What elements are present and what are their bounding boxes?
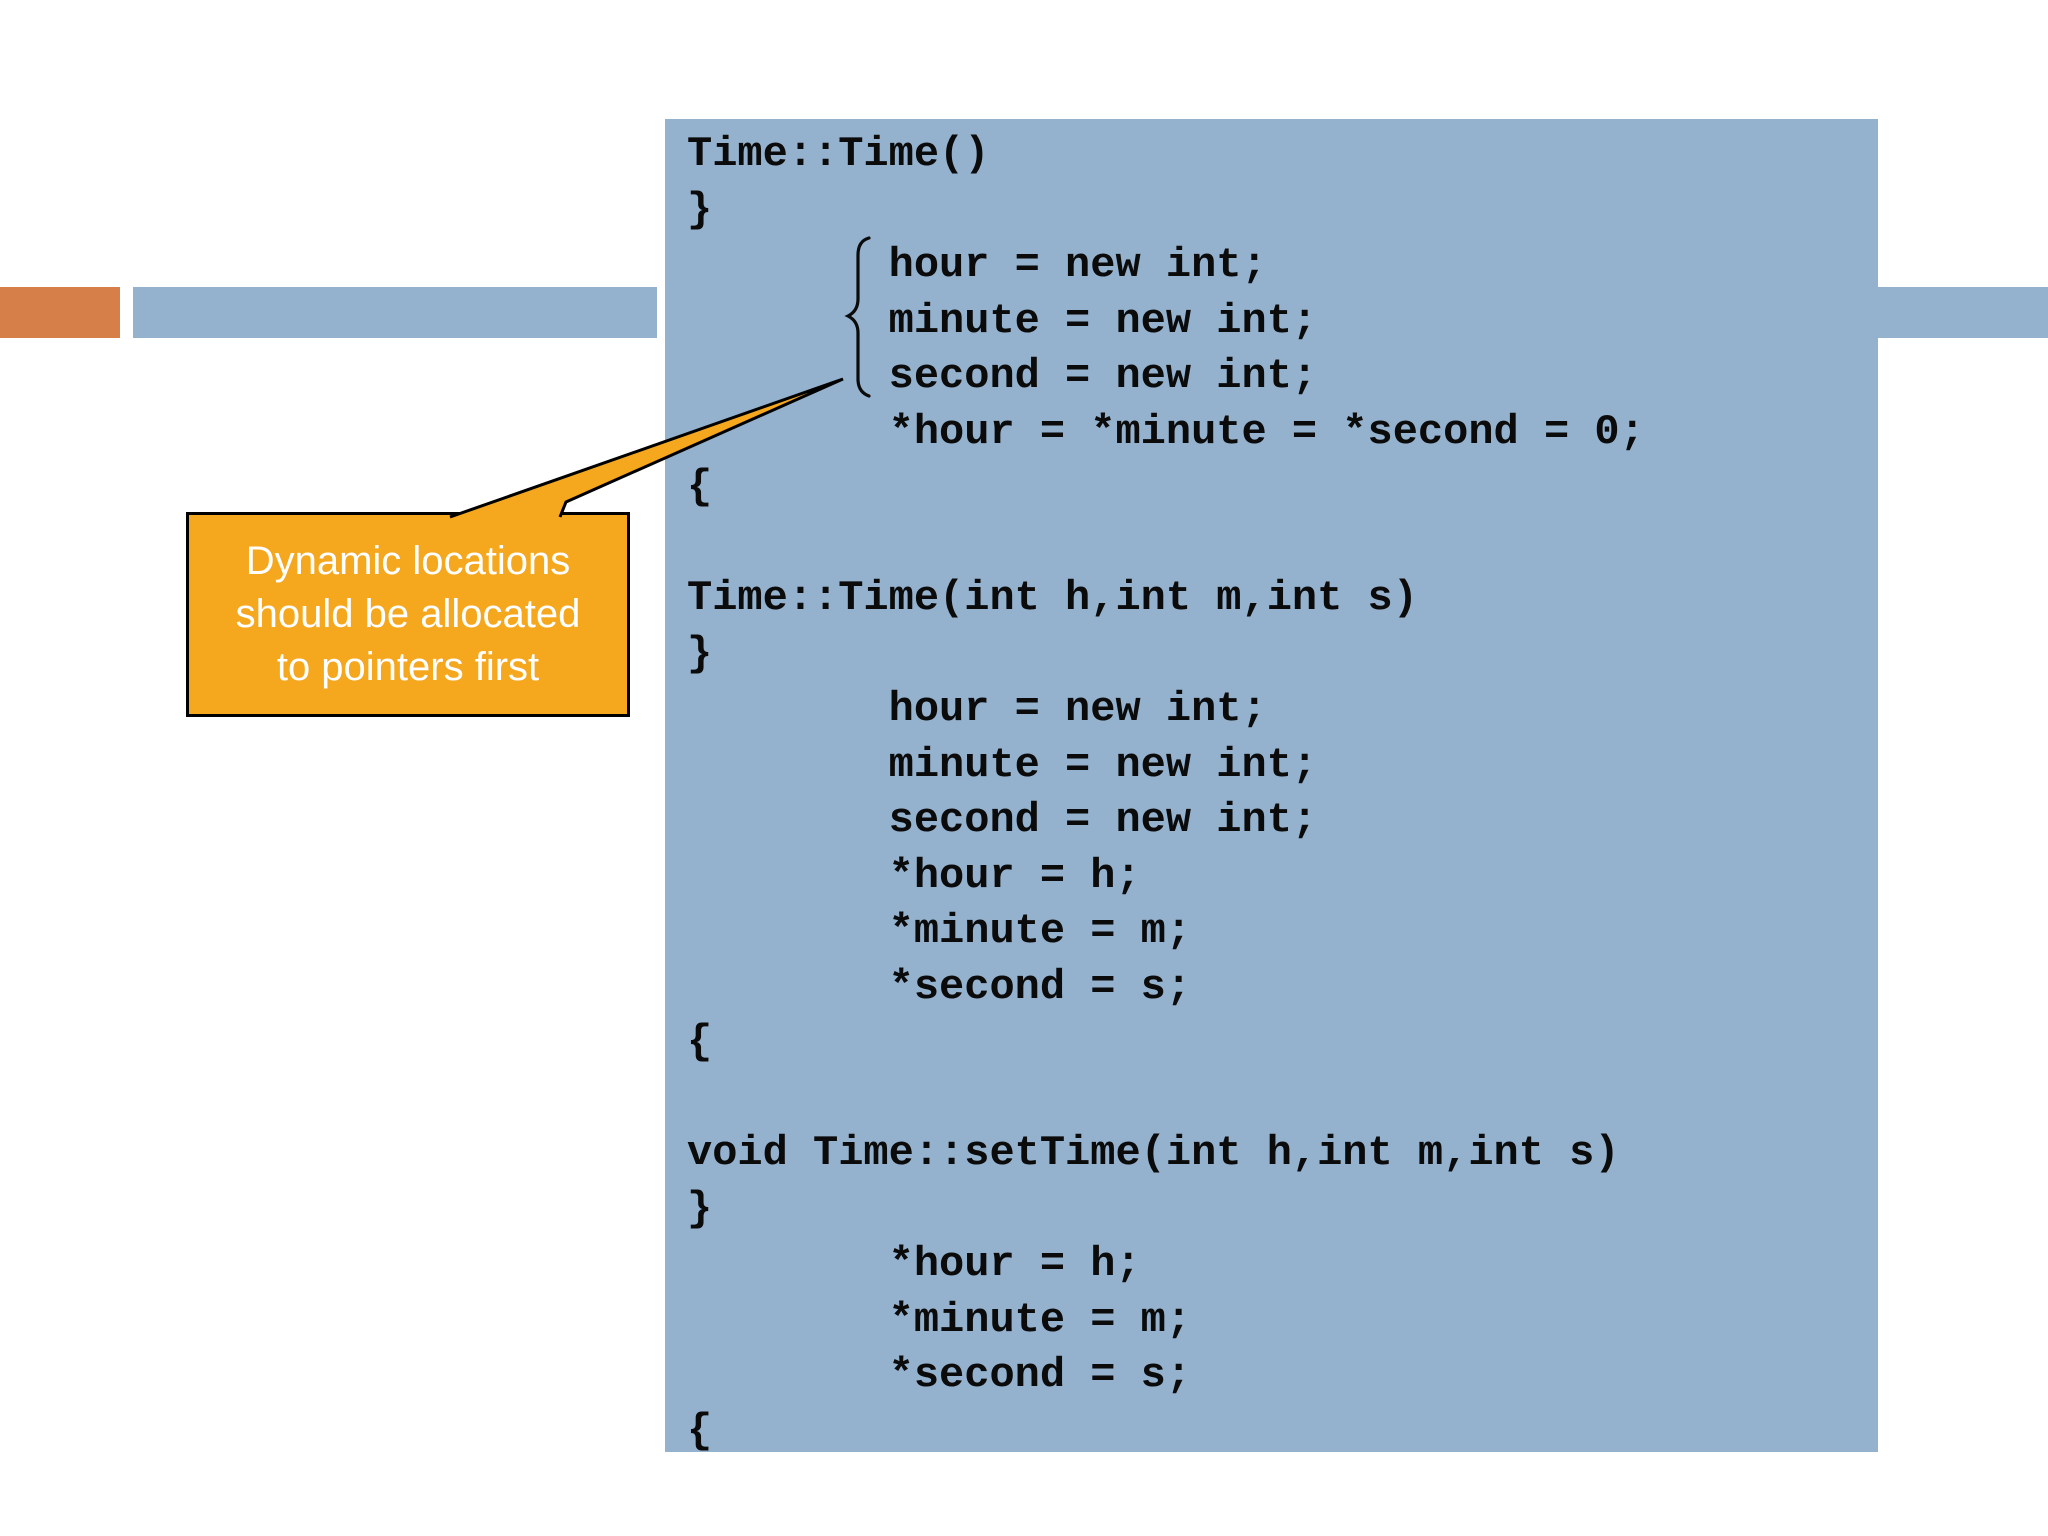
blue-band-left <box>133 287 657 338</box>
code-line: hour = new int; <box>687 241 1267 289</box>
code-line: second = new int; <box>687 796 1318 844</box>
callout-text-line: to pointers first <box>276 645 540 689</box>
code-line <box>687 1071 1878 1127</box>
code-line: { <box>687 1018 713 1066</box>
code-line: } <box>687 185 713 234</box>
orange-accent-rect <box>0 287 120 338</box>
code-line: second = new int; <box>687 352 1318 400</box>
code-line: hour = new int; <box>687 685 1267 733</box>
code-line: *hour = h; <box>687 1240 1141 1288</box>
code-line: { <box>687 463 713 511</box>
code-line: Time::Time(int h,int m,int s) <box>687 574 1418 622</box>
code-line: } <box>687 1184 713 1233</box>
code-line: minute = new int; <box>687 740 1318 789</box>
code-line: *second = s; <box>687 1351 1192 1399</box>
code-line: *minute = m; <box>687 1295 1192 1344</box>
code-line: *hour = *minute = *second = 0; <box>687 407 1645 456</box>
code-line: minute = new int; <box>687 296 1318 345</box>
callout-text-line: should be allocated <box>235 592 581 636</box>
code-line: { <box>687 1406 713 1455</box>
blue-band-right <box>1878 287 2048 338</box>
code-line: void Time::setTime(int h,int m,int s) <box>687 1129 1620 1177</box>
code-panel: Time::Time() } hour = new int; minute = … <box>665 119 1878 1455</box>
callout-box: Dynamic locations should be allocated to… <box>186 512 630 717</box>
callout-text-line: Dynamic locations <box>245 539 571 583</box>
code-line: } <box>687 629 713 678</box>
code-line: *minute = m; <box>687 907 1192 955</box>
code-line: *second = s; <box>687 962 1192 1011</box>
code-line: Time::Time() <box>687 130 990 178</box>
code-line <box>687 516 1878 572</box>
code-line: *hour = h; <box>687 851 1141 900</box>
